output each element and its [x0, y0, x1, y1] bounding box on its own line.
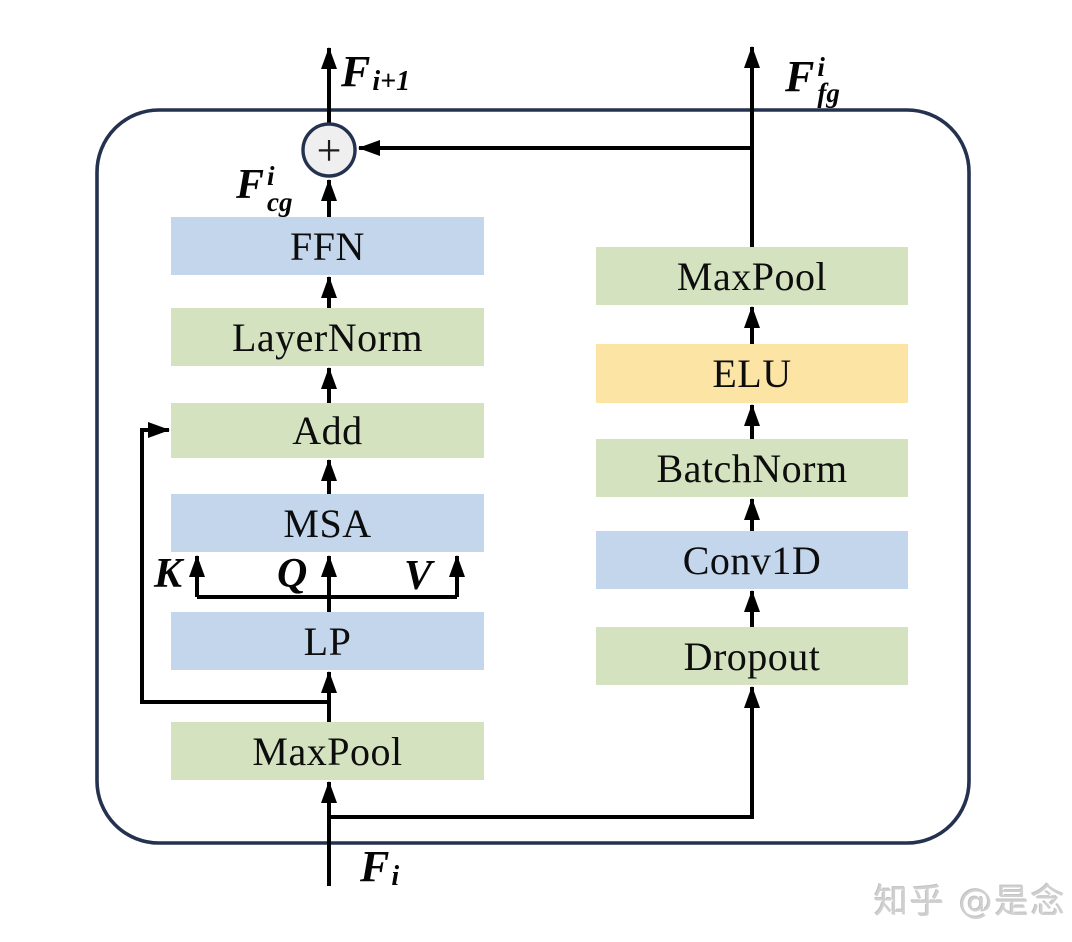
skip-connection-to-add	[140, 422, 329, 704]
label-subscript: i+1	[372, 66, 411, 97]
label-subscript: i	[391, 861, 400, 892]
label-key: K	[154, 551, 183, 597]
box-layernorm: LayerNorm	[171, 308, 484, 366]
label-base: F	[785, 52, 815, 101]
label-subscript: fg	[817, 77, 840, 108]
watermark: 知乎 @是念	[874, 882, 1067, 922]
box-label: MaxPool	[676, 253, 828, 299]
box-maxpool-left: MaxPool	[171, 722, 484, 780]
box-label: Dropout	[683, 633, 821, 679]
box-elu: ELU	[596, 344, 908, 403]
label-base: F	[341, 47, 371, 96]
box-add: Add	[171, 403, 484, 458]
label-scripts: i fg	[817, 52, 840, 108]
box-label: FFN	[290, 223, 365, 269]
box-dropout: Dropout	[596, 627, 908, 685]
label-fine-grained-feature: F i fg	[785, 52, 840, 108]
label-value: V	[404, 553, 433, 599]
box-lp: LP	[171, 612, 484, 670]
box-label: Conv1D	[682, 537, 822, 583]
box-label: LP	[303, 618, 352, 664]
label-superscript: i	[267, 161, 275, 191]
box-label: ELU	[712, 351, 792, 396]
box-batchnorm: BatchNorm	[596, 439, 908, 497]
label-base: F	[236, 162, 265, 208]
box-label: LayerNorm	[231, 314, 424, 360]
box-label: MSA	[283, 500, 372, 546]
box-ffn: FFN	[171, 217, 484, 275]
box-maxpool-right: MaxPool	[596, 247, 908, 305]
label-coarse-grained-feature: F i cg	[236, 161, 293, 217]
box-label: BatchNorm	[656, 445, 848, 491]
box-msa: MSA	[171, 494, 484, 552]
arrow-input-branch-to-dropout	[329, 686, 760, 819]
label-input-feature: F i	[360, 842, 400, 892]
sum-node-circle	[301, 122, 357, 178]
label-base: F	[360, 842, 390, 891]
module-boundary-border	[95, 108, 971, 845]
label-superscript: i	[817, 52, 825, 82]
box-conv1d: Conv1D	[596, 531, 908, 589]
label-output-next: F i+1	[341, 47, 411, 97]
label-query: Q	[277, 551, 308, 597]
label-scripts: i cg	[267, 161, 293, 217]
box-label: Add	[292, 408, 363, 453]
box-label: MaxPool	[252, 728, 403, 774]
label-subscript: cg	[267, 186, 293, 217]
sum-symbol: +	[316, 125, 342, 175]
